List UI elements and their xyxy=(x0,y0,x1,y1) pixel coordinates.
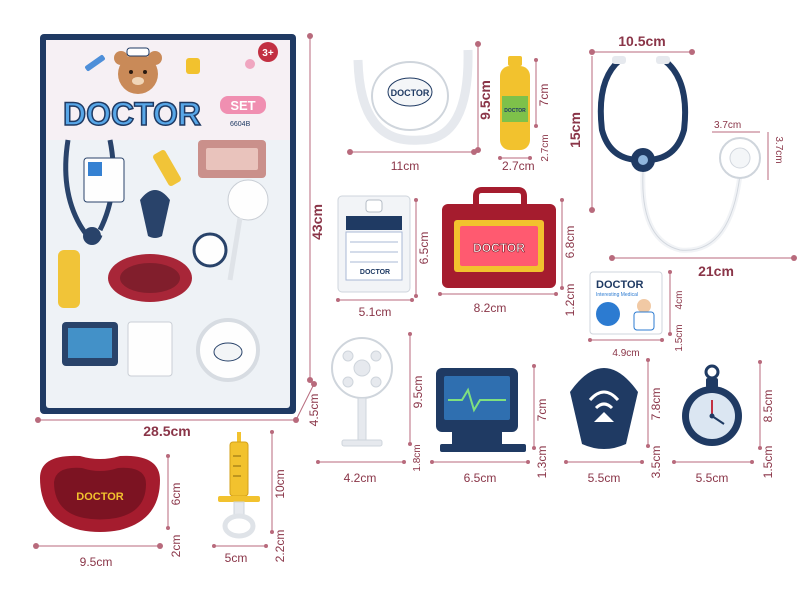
medical-kit-depth: 1.2cm xyxy=(563,284,577,317)
stethoscope-length: 21cm xyxy=(698,263,734,279)
kidney-tray-height: 6cm xyxy=(169,483,183,506)
package-depth-label: 4.5cm xyxy=(307,394,321,427)
monitor-depth: 1.3cm xyxy=(535,446,549,479)
doctor-card-subtitle: Interesting Medical xyxy=(596,292,638,298)
package-height-label: 43cm xyxy=(309,204,325,240)
monitor-width: 6.5cm xyxy=(464,471,497,485)
chestpiece-height: 3.7cm xyxy=(773,136,784,163)
stethoscope-top-width: 10.5cm xyxy=(618,33,665,49)
monitor-height: 7cm xyxy=(535,399,549,422)
syringe-icon xyxy=(218,432,260,539)
id-badge-width: 5.1cm xyxy=(359,305,392,319)
stethoscope-icon xyxy=(597,56,761,253)
kidney-tray-width: 9.5cm xyxy=(80,555,113,569)
stopwatch-height: 8.5cm xyxy=(761,390,775,423)
age-badge-text: 3+ xyxy=(262,48,274,59)
shield-tool-depth: 3.5cm xyxy=(649,446,663,479)
medical-kit-label: DOCTOR xyxy=(473,241,525,255)
bottle-depth: 2.7cm xyxy=(540,134,551,161)
bear-mascot-icon xyxy=(114,47,162,94)
syringe-width: 5cm xyxy=(225,551,248,565)
shield-tool-height: 7.8cm xyxy=(649,388,663,421)
stethoscope-height: 15cm xyxy=(567,112,583,148)
bottle-label: DOCTOR xyxy=(504,108,526,114)
chestpiece-width: 3.7cm xyxy=(714,120,741,131)
head-mirror-width: 11cm xyxy=(391,159,419,173)
medical-kit-height: 6.8cm xyxy=(563,226,577,259)
syringe-depth: 2.2cm xyxy=(273,530,287,563)
stopwatch-depth: 1.5cm xyxy=(761,446,775,479)
stopwatch-width: 5.5cm xyxy=(696,471,729,485)
kidney-tray-depth: 2cm xyxy=(169,535,183,558)
head-mirror-icon: DOCTOR xyxy=(353,49,473,145)
head-mirror-label: DOCTOR xyxy=(391,88,430,98)
age-badge xyxy=(258,42,278,62)
head-mirror-height: 9.5cm xyxy=(477,80,493,120)
bottle-height: 7cm xyxy=(537,84,551,107)
shield-tool-icon xyxy=(570,368,638,449)
medical-kit-icon: DOCTOR xyxy=(442,187,556,288)
lamp-height: 9.5cm xyxy=(411,376,425,409)
id-badge-height: 6.5cm xyxy=(417,232,431,265)
package-card: 3+ DOCTOR SET 6604B xyxy=(40,34,296,414)
package-dimensions: 28.5cm 43cm 4.5cm xyxy=(35,33,325,439)
doctor-card-icon: DOCTOR Interesting Medical xyxy=(589,271,663,335)
id-badge-label: DOCTOR xyxy=(360,269,390,276)
lamp-width: 4.2cm xyxy=(344,471,377,485)
id-badge-icon: DOCTOR xyxy=(337,195,411,293)
brand-suffix-text: SET xyxy=(230,98,255,113)
brand-logo-text: DOCTOR xyxy=(63,96,201,132)
item-code: 6604B xyxy=(230,121,251,128)
package-width-label: 28.5cm xyxy=(143,423,190,439)
stopwatch-icon xyxy=(682,364,742,446)
kidney-tray-icon: DOCTOR xyxy=(40,455,160,532)
doctor-card-height: 4cm xyxy=(674,291,685,310)
bottle-width: 2.7cm xyxy=(502,159,535,173)
kidney-tray-label: DOCTOR xyxy=(76,491,124,503)
monitor-icon xyxy=(436,368,526,452)
doctor-card-depth: 1.5cm xyxy=(674,324,685,351)
doctor-card-title: DOCTOR xyxy=(596,279,644,291)
doctor-card-width: 4.9cm xyxy=(612,348,639,359)
medical-kit-width: 8.2cm xyxy=(474,301,507,315)
lamp-depth: 1.8cm xyxy=(412,444,423,471)
syringe-height: 10cm xyxy=(273,469,287,498)
shield-tool-width: 5.5cm xyxy=(588,471,621,485)
lamp-icon xyxy=(331,337,393,447)
bottle-icon: DOCTOR xyxy=(500,56,530,150)
